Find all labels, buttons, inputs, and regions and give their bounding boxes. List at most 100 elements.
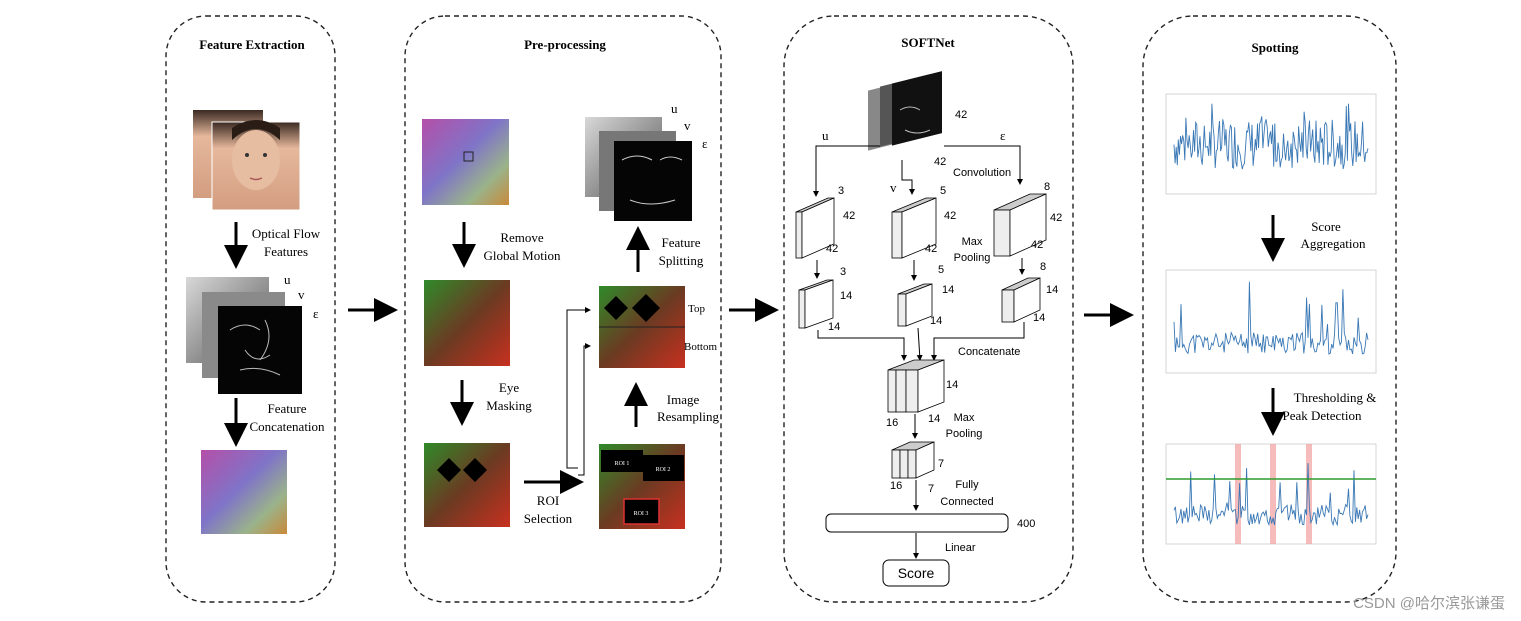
- svg-text:u: u: [671, 101, 678, 116]
- svg-text:5: 5: [938, 264, 944, 276]
- svg-text:14: 14: [1033, 312, 1045, 324]
- svg-text:42: 42: [955, 109, 967, 121]
- svg-text:7: 7: [938, 458, 944, 470]
- panel-border: [165, 15, 336, 603]
- fc-layer: [825, 513, 1009, 533]
- panel-softnet: SOFTNet 42 42 u v ε Convolution 3 42 42: [783, 15, 1074, 603]
- svg-text:14: 14: [1046, 284, 1058, 296]
- resampled-image: Top Bottom: [599, 286, 717, 368]
- panel-preprocessing: Pre-processing Remove Global Motion Eye …: [404, 15, 722, 603]
- panel-title: Pre-processing: [524, 37, 606, 52]
- svg-text:Thresholding &: Thresholding &: [1294, 390, 1377, 405]
- panel-feature-extraction: Feature Extraction Optical Flow Features…: [165, 15, 336, 603]
- svg-text:Peak Detection: Peak Detection: [1282, 408, 1362, 423]
- svg-text:ROI: ROI: [537, 493, 559, 508]
- svg-text:Pooling: Pooling: [946, 428, 983, 440]
- split-feature-stack: u v ε: [585, 101, 708, 221]
- conv-block-v: 5 42 42: [891, 185, 956, 259]
- flow-image-eye-masked: [424, 443, 510, 527]
- svg-text:ε: ε: [702, 136, 708, 151]
- svg-text:Resampling: Resampling: [657, 409, 720, 424]
- panel-title: Spotting: [1252, 40, 1299, 55]
- flow-image-original: [422, 119, 509, 205]
- optical-flow-stack: u v ε: [186, 272, 319, 394]
- pool-block-e: 8 14 14: [1001, 261, 1058, 324]
- svg-text:Concatenate: Concatenate: [958, 346, 1020, 358]
- svg-text:400: 400: [1017, 518, 1035, 530]
- svg-text:v: v: [684, 118, 691, 133]
- svg-text:Masking: Masking: [486, 398, 532, 413]
- flow-image-motion-removed: [424, 280, 510, 366]
- svg-text:Selection: Selection: [524, 511, 573, 526]
- svg-text:v: v: [890, 180, 897, 195]
- svg-text:v: v: [298, 287, 305, 302]
- conv-block-e: 8 42 42: [993, 181, 1062, 257]
- svg-text:7: 7: [928, 483, 934, 495]
- svg-text:ε: ε: [1000, 128, 1006, 143]
- svg-text:Eye: Eye: [499, 380, 519, 395]
- svg-text:42: 42: [934, 156, 946, 168]
- face-image-stack: [193, 110, 301, 211]
- panel-border: [783, 15, 1074, 603]
- svg-text:u: u: [284, 272, 291, 287]
- pool2-block: 16 7 7: [890, 441, 944, 495]
- plot-peak-detection: [1165, 443, 1377, 545]
- step-optical-flow: Optical Flow: [252, 226, 321, 241]
- panel-border: [1142, 15, 1397, 603]
- svg-text:ROI 3: ROI 3: [634, 511, 649, 517]
- plot-raw-scores: [1165, 93, 1377, 195]
- svg-text:14: 14: [942, 284, 954, 296]
- svg-text:Pooling: Pooling: [954, 252, 991, 264]
- svg-text:ROI 1: ROI 1: [615, 461, 630, 467]
- panel-spotting: Spotting Score Aggregation Thresholding …: [1142, 15, 1397, 603]
- svg-text:16: 16: [886, 417, 898, 429]
- watermark: CSDN @哈尔滨张谦蛋: [1353, 595, 1505, 612]
- svg-text:42: 42: [1050, 212, 1062, 224]
- concat-block: 16 14 14: [886, 359, 958, 429]
- svg-text:8: 8: [1044, 181, 1050, 193]
- pool-block-v: 5 14 14: [897, 264, 954, 327]
- label-bottom: Bottom: [684, 341, 717, 353]
- svg-text:Aggregation: Aggregation: [1301, 236, 1366, 251]
- label-top: Top: [688, 303, 705, 315]
- svg-text:Linear: Linear: [945, 542, 976, 554]
- svg-text:Feature: Feature: [662, 235, 701, 250]
- svg-text:14: 14: [946, 379, 958, 391]
- pool-block-u: 3 14 14: [798, 266, 852, 333]
- conv-block-u: 3 42 42: [795, 185, 855, 259]
- svg-text:u: u: [822, 128, 829, 143]
- concatenated-feature-image: [201, 450, 287, 534]
- svg-text:Connected: Connected: [940, 496, 993, 508]
- svg-text:42: 42: [925, 243, 937, 255]
- svg-text:3: 3: [840, 266, 846, 278]
- panel-border: [404, 15, 722, 603]
- panel-title: SOFTNet: [901, 35, 955, 50]
- step-feature-concatenation: Feature: [268, 401, 307, 416]
- svg-text:Concatenation: Concatenation: [249, 419, 325, 434]
- svg-text:16: 16: [890, 480, 902, 492]
- svg-text:Global Motion: Global Motion: [484, 248, 561, 263]
- svg-text:42: 42: [1031, 239, 1043, 251]
- svg-text:ROI 2: ROI 2: [656, 467, 671, 473]
- score-label: Score: [898, 565, 935, 581]
- roi-selection-image: ROI 1 ROI 2 ROI 3: [599, 444, 685, 529]
- svg-text:14: 14: [828, 321, 840, 333]
- svg-text:8: 8: [1040, 261, 1046, 273]
- svg-text:42: 42: [944, 210, 956, 222]
- svg-text:14: 14: [840, 290, 852, 302]
- panel-title: Feature Extraction: [199, 37, 305, 52]
- svg-text:42: 42: [826, 243, 838, 255]
- svg-text:ε: ε: [313, 306, 319, 321]
- svg-text:Max: Max: [962, 236, 983, 248]
- svg-text:3: 3: [838, 185, 844, 197]
- svg-text:Fully: Fully: [955, 479, 979, 491]
- svg-text:42: 42: [843, 210, 855, 222]
- svg-text:Features: Features: [264, 244, 308, 259]
- svg-text:Score: Score: [1311, 219, 1341, 234]
- svg-text:Convolution: Convolution: [953, 167, 1011, 179]
- score-box: [882, 559, 950, 587]
- svg-text:Splitting: Splitting: [659, 253, 704, 268]
- svg-text:Remove: Remove: [500, 230, 544, 245]
- svg-text:Image: Image: [667, 392, 700, 407]
